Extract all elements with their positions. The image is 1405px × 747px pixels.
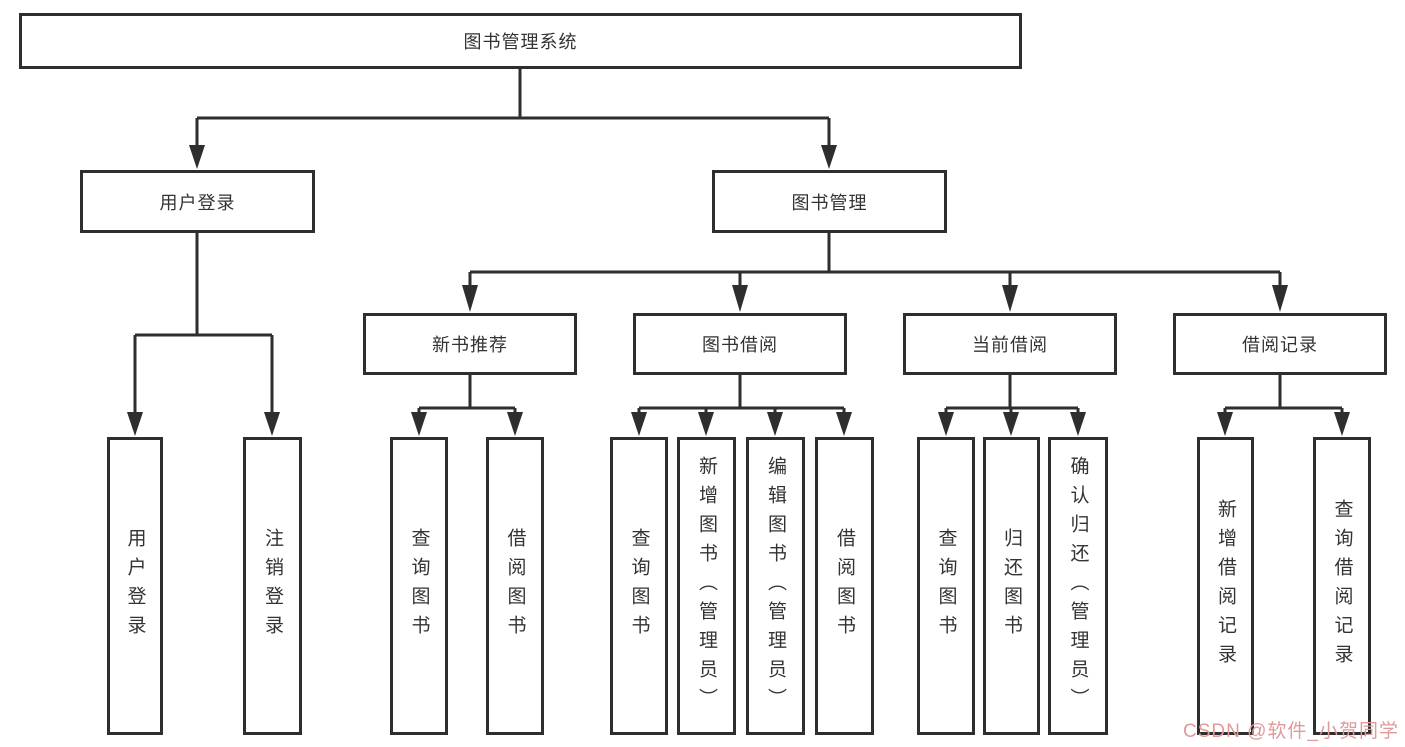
leaf-logout-label: 注销登录: [262, 528, 283, 644]
leaf-record-add: 新增借阅记录: [1197, 437, 1254, 735]
node-book-management: 图书管理: [712, 170, 947, 233]
node-book-borrowing-label: 图书借阅: [702, 335, 778, 355]
node-new-book-recommend-label: 新书推荐: [432, 335, 508, 355]
node-borrowing-records-label: 借阅记录: [1242, 335, 1318, 355]
leaf-current-return: 归还图书: [983, 437, 1040, 735]
leaf-current-query: 查询图书: [917, 437, 975, 735]
leaf-borrow-edit-admin: 编辑图书（管理员）: [746, 437, 805, 735]
leaf-borrow-query: 查询图书: [610, 437, 668, 735]
leaf-record-add-label: 新增借阅记录: [1215, 499, 1236, 673]
leaf-borrow-book-label: 借阅图书: [834, 528, 855, 644]
csdn-watermark: CSDN @软件_小贺同学: [1183, 721, 1399, 742]
leaf-logout: 注销登录: [243, 437, 302, 735]
node-new-book-recommend: 新书推荐: [363, 313, 577, 375]
leaf-borrow-edit-admin-label: 编辑图书（管理员）: [765, 455, 786, 717]
leaf-user-login: 用户登录: [107, 437, 163, 735]
node-user-login-label: 用户登录: [159, 192, 236, 213]
leaf-newbook-query-label: 查询图书: [408, 528, 430, 644]
node-borrowing-records: 借阅记录: [1173, 313, 1387, 375]
leaf-borrow-query-label: 查询图书: [628, 528, 650, 644]
node-book-management-label: 图书管理: [791, 192, 868, 213]
leaf-newbook-query: 查询图书: [390, 437, 448, 735]
leaf-newbook-borrow: 借阅图书: [486, 437, 544, 735]
node-current-borrowing-label: 当前借阅: [972, 335, 1048, 355]
node-root-label: 图书管理系统: [463, 32, 578, 52]
leaf-borrow-add-admin-label: 新增图书（管理员）: [696, 455, 717, 717]
leaf-user-login-label: 用户登录: [124, 528, 146, 644]
leaf-borrow-book: 借阅图书: [815, 437, 874, 735]
node-root: 图书管理系统: [19, 13, 1022, 69]
leaf-record-query: 查询借阅记录: [1313, 437, 1371, 735]
leaf-newbook-borrow-label: 借阅图书: [504, 528, 526, 644]
node-user-login: 用户登录: [80, 170, 315, 233]
leaf-current-confirm-admin: 确认归还（管理员）: [1048, 437, 1108, 735]
leaf-current-return-label: 归还图书: [1001, 528, 1022, 644]
leaf-borrow-add-admin: 新增图书（管理员）: [677, 437, 736, 735]
node-current-borrowing: 当前借阅: [903, 313, 1117, 375]
leaf-current-confirm-admin-label: 确认归还（管理员）: [1067, 455, 1089, 717]
leaf-current-query-label: 查询图书: [935, 528, 957, 644]
node-book-borrowing: 图书借阅: [633, 313, 847, 375]
leaf-record-query-label: 查询借阅记录: [1331, 499, 1353, 673]
